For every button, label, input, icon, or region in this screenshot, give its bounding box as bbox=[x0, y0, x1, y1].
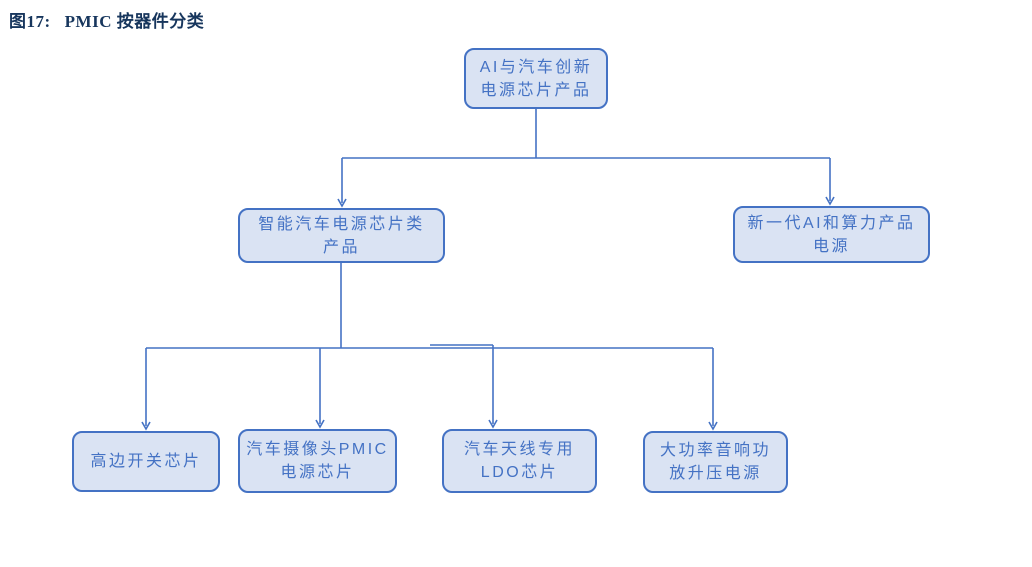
figure-title-text: PMIC 按器件分类 bbox=[64, 12, 205, 31]
node-smart-auto: 智能汽车电源芯片类 产品 bbox=[238, 208, 445, 263]
node-audio-boost-line2: 放升压电源 bbox=[669, 465, 762, 482]
node-audio-boost-line1: 大功率音响功 bbox=[659, 442, 771, 459]
node-ai-compute-line2: 电源 bbox=[812, 237, 850, 255]
figure-number-label: 图17: bbox=[9, 12, 51, 31]
node-ai-compute-line1: 新一代AI和算力产品 bbox=[747, 214, 916, 232]
node-smart-auto-line1: 智能汽车电源芯片类 bbox=[258, 215, 425, 233]
node-antenna-ldo-line2: LDO芯片 bbox=[480, 464, 559, 481]
node-root-line2: 电源芯片产品 bbox=[480, 81, 592, 99]
node-camera-pmic-line2: 电源芯片 bbox=[280, 464, 355, 481]
node-camera-pmic: 汽车摄像头PMIC 电源芯片 bbox=[238, 429, 397, 493]
node-root: AI与汽车创新 电源芯片产品 bbox=[464, 48, 608, 109]
node-camera-pmic-line1: 汽车摄像头PMIC bbox=[246, 441, 389, 458]
node-smart-auto-line2: 产品 bbox=[322, 238, 360, 256]
node-high-side: 高边开关芯片 bbox=[72, 431, 220, 492]
node-audio-boost: 大功率音响功 放升压电源 bbox=[643, 431, 788, 493]
figure-title: 图17: PMIC 按器件分类 bbox=[9, 7, 204, 32]
node-antenna-ldo: 汽车天线专用 LDO芯片 bbox=[442, 429, 597, 493]
node-antenna-ldo-line1: 汽车天线专用 bbox=[463, 441, 575, 458]
node-high-side-line1: 高边开关芯片 bbox=[90, 453, 202, 470]
node-root-line1: AI与汽车创新 bbox=[479, 58, 593, 76]
node-ai-compute: 新一代AI和算力产品 电源 bbox=[733, 206, 930, 263]
